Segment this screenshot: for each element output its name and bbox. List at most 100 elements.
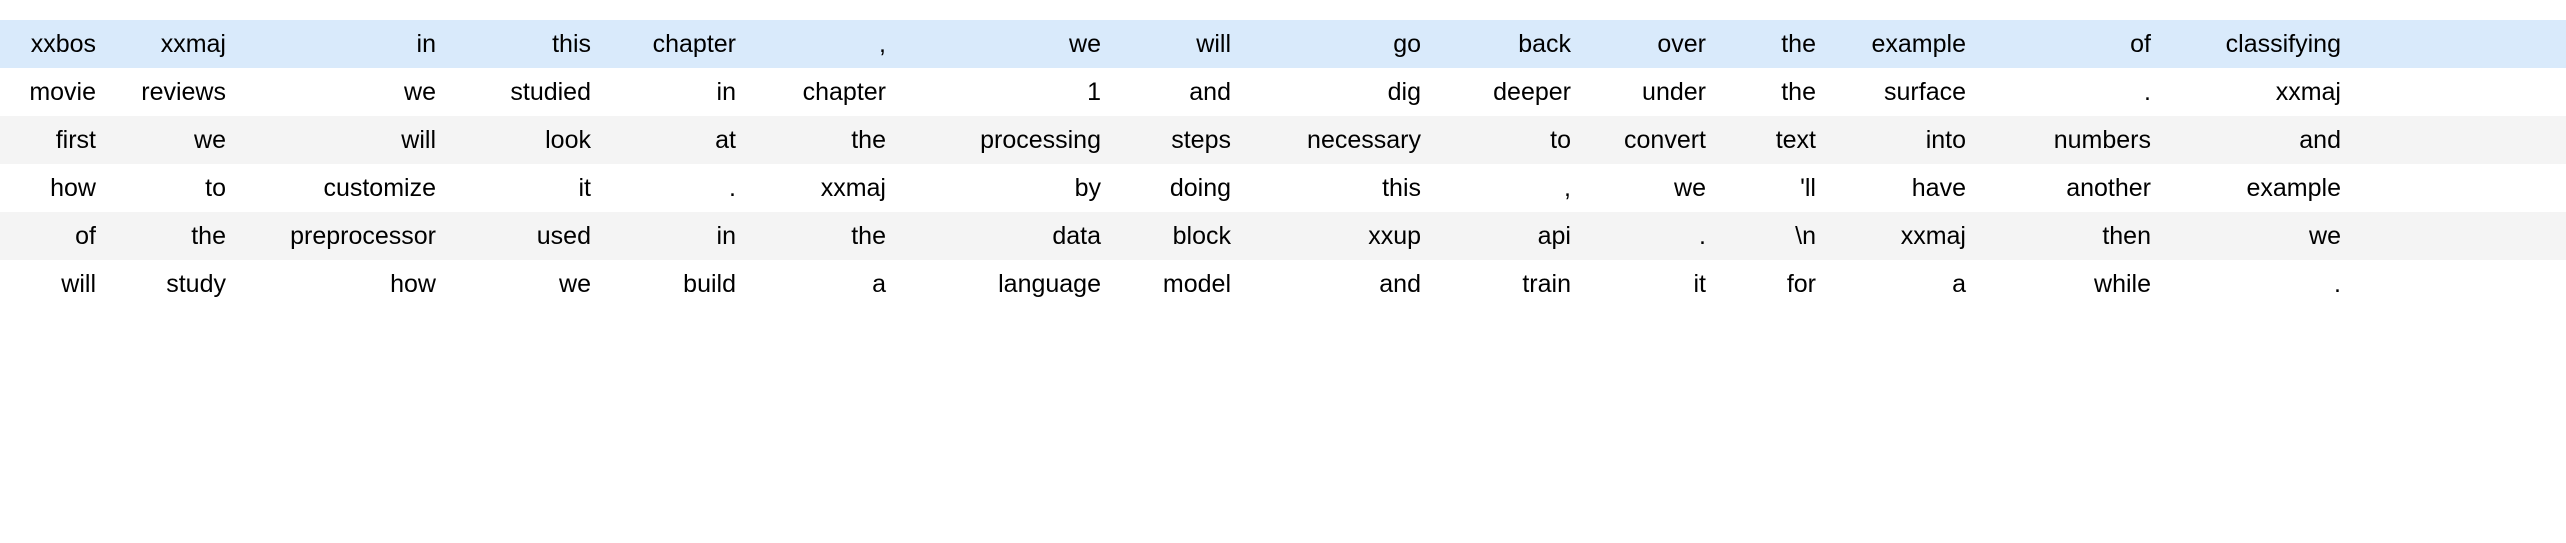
table-cell: for — [1720, 260, 1830, 308]
table-cell: build — [605, 260, 750, 308]
table-cell: by — [900, 164, 1115, 212]
table-cell: reviews — [110, 68, 240, 116]
table-cell: this — [450, 20, 605, 68]
table-cell: . — [1980, 68, 2165, 116]
table-cell: 'll — [1720, 164, 1830, 212]
table-cell: api — [1435, 212, 1585, 260]
table-cell: how — [0, 164, 110, 212]
table-cell — [2355, 68, 2566, 116]
table-cell: chapter — [750, 68, 900, 116]
table-cell: preprocessor — [240, 212, 450, 260]
table-cell: xxmaj — [2165, 68, 2355, 116]
table-cell: the — [1720, 68, 1830, 116]
table-cell: go — [1245, 20, 1435, 68]
table-cell: model — [1115, 260, 1245, 308]
table-cell: xxmaj — [110, 20, 240, 68]
table-cell: the — [1720, 20, 1830, 68]
table-cell: example — [2165, 164, 2355, 212]
table-cell: xxmaj — [1830, 212, 1980, 260]
table-cell: used — [450, 212, 605, 260]
table-cell: we — [240, 68, 450, 116]
table-cell: how — [240, 260, 450, 308]
table-cell: language — [900, 260, 1115, 308]
table-cell: have — [1830, 164, 1980, 212]
table-cell: over — [1585, 20, 1720, 68]
table-cell: a — [1830, 260, 1980, 308]
table-cell: study — [110, 260, 240, 308]
table-cell: first — [0, 116, 110, 164]
table-cell: the — [750, 212, 900, 260]
table-cell: will — [240, 116, 450, 164]
table-cell: we — [450, 260, 605, 308]
table-cell: to — [110, 164, 240, 212]
table-cell: steps — [1115, 116, 1245, 164]
table-cell: . — [605, 164, 750, 212]
table-cell: the — [110, 212, 240, 260]
table-cell: while — [1980, 260, 2165, 308]
table-cell: and — [2165, 116, 2355, 164]
table-cell: of — [0, 212, 110, 260]
table-cell: surface — [1830, 68, 1980, 116]
table-cell: in — [240, 20, 450, 68]
table-cell: under — [1585, 68, 1720, 116]
table-cell: to — [1435, 116, 1585, 164]
table-cell: a — [750, 260, 900, 308]
table-cell: convert — [1585, 116, 1720, 164]
table-cell: will — [0, 260, 110, 308]
table-cell: will — [1115, 20, 1245, 68]
table-cell: xxbos — [0, 20, 110, 68]
table-cell: and — [1245, 260, 1435, 308]
table-cell: . — [1585, 212, 1720, 260]
table-cell: we — [900, 20, 1115, 68]
table-cell: movie — [0, 68, 110, 116]
table-cell: doing — [1115, 164, 1245, 212]
table-cell: \n — [1720, 212, 1830, 260]
table-cell: then — [1980, 212, 2165, 260]
table-cell: another — [1980, 164, 2165, 212]
table-cell: we — [2165, 212, 2355, 260]
table-cell: . — [2165, 260, 2355, 308]
table-cell: necessary — [1245, 116, 1435, 164]
table-cell: it — [450, 164, 605, 212]
table-cell: numbers — [1980, 116, 2165, 164]
table-cell: we — [1585, 164, 1720, 212]
table-cell: dig — [1245, 68, 1435, 116]
table-cell: , — [1435, 164, 1585, 212]
table-cell: and — [1115, 68, 1245, 116]
table-cell: block — [1115, 212, 1245, 260]
table-cell: processing — [900, 116, 1115, 164]
table-cell: customize — [240, 164, 450, 212]
table-cell: studied — [450, 68, 605, 116]
table-cell: deeper — [1435, 68, 1585, 116]
table-cell: at — [605, 116, 750, 164]
table-cell: xxmaj — [750, 164, 900, 212]
table-cell: text — [1720, 116, 1830, 164]
table-cell — [2355, 116, 2566, 164]
table-cell — [2355, 260, 2566, 308]
table-cell: train — [1435, 260, 1585, 308]
table-cell: example — [1830, 20, 1980, 68]
table-cell: , — [750, 20, 900, 68]
table-cell: the — [750, 116, 900, 164]
table-cell: it — [1585, 260, 1720, 308]
table-cell — [2355, 20, 2566, 68]
table-cell: classifying — [2165, 20, 2355, 68]
table-cell — [2355, 164, 2566, 212]
table-cell: in — [605, 212, 750, 260]
table-cell: of — [1980, 20, 2165, 68]
table-cell: 1 — [900, 68, 1115, 116]
table-cell: data — [900, 212, 1115, 260]
table-cell: into — [1830, 116, 1980, 164]
table-cell: this — [1245, 164, 1435, 212]
table-cell: we — [110, 116, 240, 164]
table-cell: chapter — [605, 20, 750, 68]
table-cell: in — [605, 68, 750, 116]
